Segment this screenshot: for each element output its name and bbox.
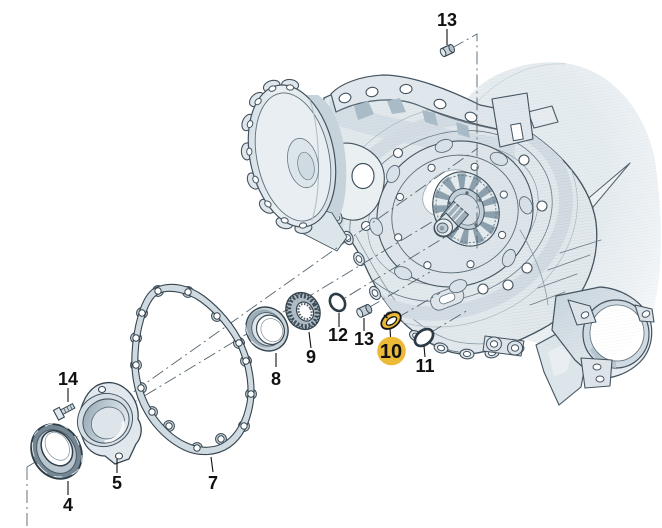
svg-text:13: 13 xyxy=(354,329,374,349)
svg-text:5: 5 xyxy=(112,473,122,493)
svg-text:7: 7 xyxy=(208,473,218,493)
svg-text:11: 11 xyxy=(415,356,434,376)
svg-text:9: 9 xyxy=(306,347,316,367)
svg-text:12: 12 xyxy=(328,325,348,345)
svg-text:8: 8 xyxy=(271,369,281,389)
svg-text:4: 4 xyxy=(63,495,73,515)
svg-text:10: 10 xyxy=(380,341,402,363)
svg-text:13: 13 xyxy=(437,10,457,30)
svg-text:14: 14 xyxy=(58,369,78,389)
